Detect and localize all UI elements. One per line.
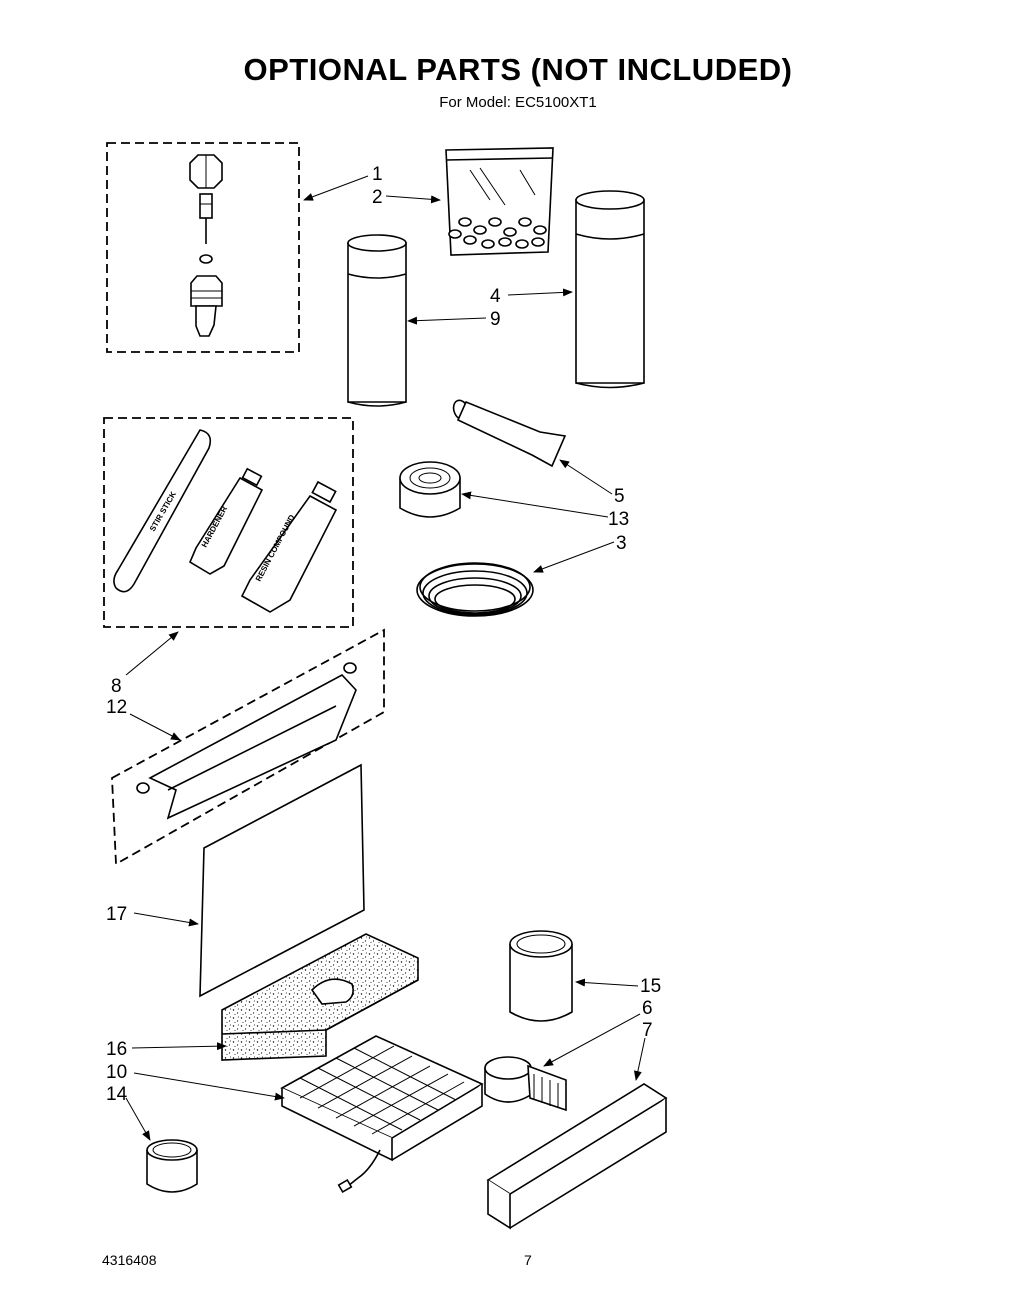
long-block-part [486, 1083, 668, 1230]
callout-17: 17 [106, 904, 127, 925]
heater-grid-part [280, 1035, 484, 1194]
callout-13: 13 [608, 509, 629, 530]
callout-7: 7 [642, 1020, 653, 1041]
o-ring-bag-part [445, 147, 554, 256]
page-title: OPTIONAL PARTS (NOT INCLUDED) [243, 52, 793, 87]
callout-5: 5 [614, 486, 625, 507]
panel-sheet-part [199, 763, 365, 998]
spray-can-small-part [347, 234, 407, 407]
trim-strip-part [111, 628, 385, 866]
paint-can-part [509, 930, 573, 1022]
callout-1: 1 [372, 164, 383, 185]
callout-arrows [125, 175, 646, 1141]
valve-kit-part [106, 142, 300, 353]
page-number: 7 [524, 1252, 532, 1268]
epoxy-kit-part: STIR STICK HARDENER RESIN COMPOUND [103, 417, 354, 628]
tube-part [452, 399, 567, 468]
callout-8: 8 [111, 676, 122, 697]
callout-14: 14 [106, 1084, 128, 1105]
small-can-part [146, 1139, 198, 1193]
callout-2: 2 [372, 187, 383, 208]
callout-4: 4 [490, 286, 501, 307]
tape-strip-part [484, 1056, 567, 1112]
model-subtitle: For Model: EC5100XT1 [439, 94, 597, 111]
callout-10: 10 [106, 1062, 127, 1083]
callout-16: 16 [106, 1039, 127, 1060]
callout-3: 3 [616, 533, 627, 554]
callout-6: 6 [642, 998, 653, 1019]
callout-12: 12 [106, 697, 127, 718]
document-number: 4316408 [102, 1252, 157, 1268]
coiled-cord-part [416, 562, 534, 617]
foam-block-part [221, 933, 419, 1061]
callout-9: 9 [490, 309, 501, 330]
spray-can-large-part [575, 190, 645, 389]
tape-roll-part [399, 461, 461, 518]
callout-15: 15 [640, 976, 661, 997]
